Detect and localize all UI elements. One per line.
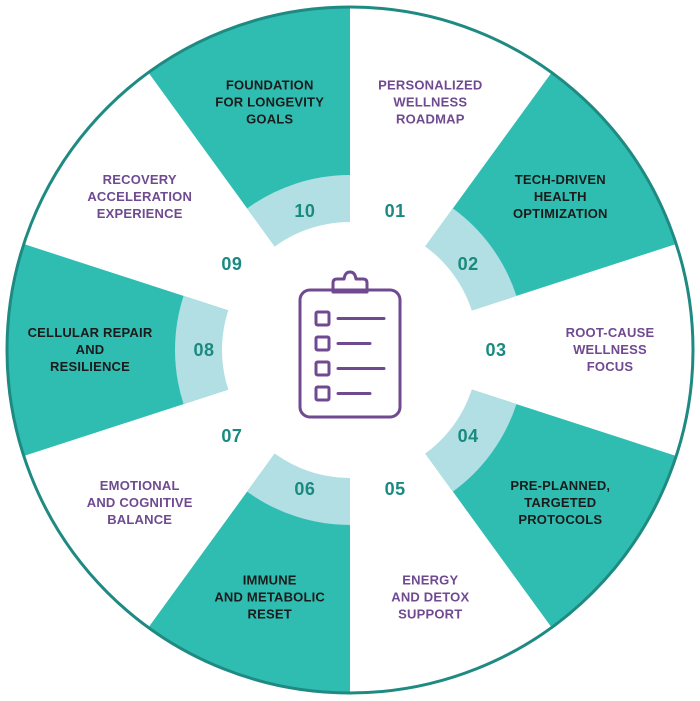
segment-label-05: ENERGY AND DETOX SUPPORT (391, 572, 469, 621)
segment-label-line: RECOVERY (103, 172, 177, 187)
center-hub (222, 222, 478, 478)
segment-number-06: 06 (294, 479, 315, 499)
segment-number-02: 02 (458, 254, 479, 274)
outer-ring (5, 5, 695, 695)
segment-number-09: 09 (221, 254, 242, 274)
segment-number-10: 10 (294, 201, 315, 221)
segment-label-line: IMMUNE (243, 572, 297, 587)
segment-label-line: PRE-PLANNED, (510, 478, 610, 493)
segment-label-line: ROOT-CAUSE (566, 325, 655, 340)
segment-label-line: HEALTH (534, 189, 587, 204)
segment-label-line: SUPPORT (398, 606, 462, 621)
segment-label-line: BALANCE (107, 512, 172, 527)
segment-number-03: 03 (485, 340, 506, 360)
segment-label-line: CELLULAR REPAIR (28, 325, 153, 340)
segment-label-line: AND COGNITIVE (87, 495, 193, 510)
segment-label-line: TECH-DRIVEN (515, 172, 606, 187)
segment-label-line: RESILIENCE (50, 359, 130, 374)
segment-number-07: 07 (221, 426, 242, 446)
segment-label-line: AND METABOLIC (214, 589, 325, 604)
segment-label-line: OPTIMIZATION (513, 206, 608, 221)
segment-label-line: ACCELERATION (87, 189, 192, 204)
segment-label-03: ROOT-CAUSE WELLNESS FOCUS (566, 325, 655, 374)
segment-label-line: RESET (248, 606, 292, 621)
segment-label-line: FOCUS (587, 359, 634, 374)
segment-label-line: GOALS (246, 112, 293, 127)
segment-label-line: WELLNESS (393, 95, 467, 110)
segment-label-line: FOR LONGEVITY (215, 95, 324, 110)
segment-label-06: IMMUNE AND METABOLIC RESET (214, 572, 325, 621)
segment-label-line: FOUNDATION (226, 78, 314, 93)
segment-label-02: TECH-DRIVEN HEALTH OPTIMIZATION (513, 172, 608, 221)
segment-labels: 01 PERSONALIZED WELLNESS ROADMAP 02 TECH-DRIV… (28, 78, 655, 622)
segment-label-line: AND (76, 342, 105, 357)
segment-number-01: 01 (385, 201, 406, 221)
segment-label-line: PERSONALIZED (378, 78, 482, 93)
segment-label-08: CELLULAR REPAIR AND RESILIENCE (28, 325, 153, 374)
segment-label-line: EMOTIONAL (100, 478, 180, 493)
segment-label-line: EXPERIENCE (97, 206, 183, 221)
segment-label-04: PRE-PLANNED, TARGETED PROTOCOLS (510, 478, 610, 527)
wheel-segments (7, 7, 693, 693)
segment-label-line: ROADMAP (396, 112, 465, 127)
segment-label-07: EMOTIONAL AND COGNITIVE BALANCE (87, 478, 193, 527)
segment-label-line: AND DETOX (391, 589, 469, 604)
segment-label-line: PROTOCOLS (518, 512, 602, 527)
segment-label-line: TARGETED (524, 495, 596, 510)
segment-number-04: 04 (458, 426, 479, 446)
segment-label-line: ENERGY (402, 572, 458, 587)
segment-label-01: PERSONALIZED WELLNESS ROADMAP (378, 78, 482, 127)
segment-label-10: FOUNDATION FOR LONGEVITY GOALS (215, 78, 324, 127)
clipboard-checklist-icon (298, 270, 402, 419)
segment-number-05: 05 (385, 479, 406, 499)
segment-number-08: 08 (193, 340, 214, 360)
segment-label-09: RECOVERY ACCELERATION EXPERIENCE (87, 172, 192, 221)
segment-label-line: WELLNESS (573, 342, 647, 357)
